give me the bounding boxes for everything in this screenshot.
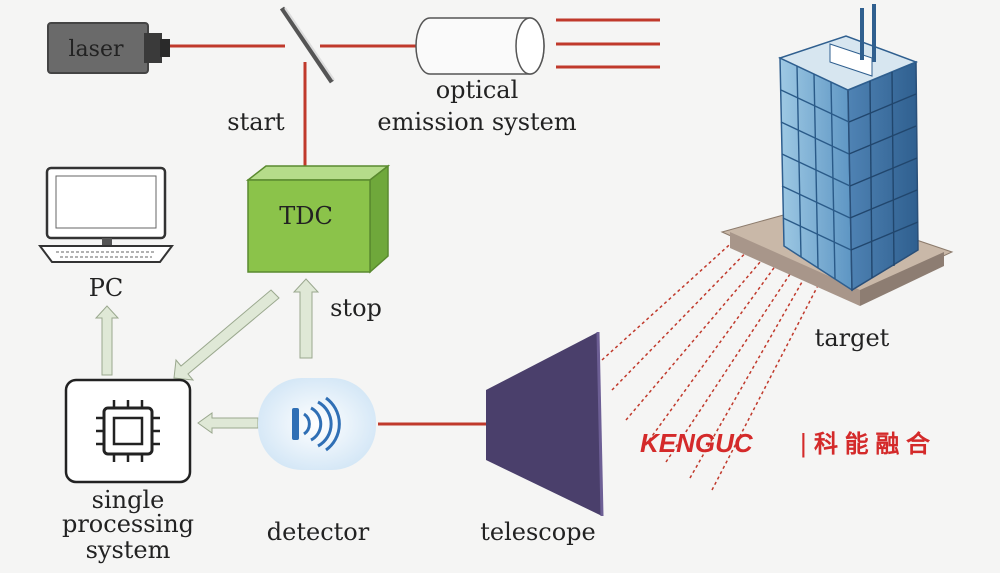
processing-label-line2: processing [62,510,194,538]
telescope [486,331,604,517]
building-front-grid [780,65,852,280]
processing-system [64,378,192,484]
laser-label: laser [69,37,124,62]
return-beams [601,227,827,491]
chip-pins [96,400,160,462]
detector-wave-3 [317,400,333,448]
pc-label: PC [89,274,124,302]
tdc-label: TDC [279,202,333,230]
telescope-aperture [596,331,604,517]
chip-core [112,416,144,446]
target-building [720,4,954,306]
detector-wave-4 [325,396,341,452]
processing-label-line1: single [92,486,165,514]
building-base-edge [730,232,860,306]
tdc-box: TDC [245,164,391,274]
detector-body [258,378,376,470]
arrow-detector-to-tdc [292,278,320,359]
laser-nozzle [144,33,162,63]
tdc-side [369,164,389,274]
pc-stand [102,238,112,246]
optics-cylinder-face [515,17,545,75]
stop-label: stop [330,294,382,322]
detector-wave-2 [310,406,323,442]
pc-computer [38,166,174,263]
optical-label-line1: optical [436,76,519,104]
watermark-logo: KENGUC | 科 能 融 合 [640,428,931,458]
arrow-processing-to-pc [94,305,120,376]
telescope-label: telescope [480,518,596,546]
watermark-separator: | [800,428,807,458]
processing-label-line3: system [86,536,171,564]
detector-sensor [292,408,299,440]
watermark-cn: 科 能 融 合 [814,430,931,458]
detector-label: detector [267,518,370,546]
arrow-detector-to-processing [197,412,259,434]
tdc-front [247,179,371,273]
telescope-body [486,332,602,516]
arrow-tdc-to-processing [173,289,280,381]
detector-wave-1 [303,412,311,436]
building-base-edge-right [860,252,944,306]
beam-splitter-highlight [284,7,335,81]
start-label: start [227,108,285,136]
laser-tip [160,39,170,57]
optical-label-line2: emission system [377,108,577,136]
tdc-top [245,165,391,181]
building-side [847,60,919,292]
beam-splitter [279,6,335,84]
optical-emission-system [415,17,545,75]
pc-keyboard [38,245,174,263]
detector [258,378,376,470]
building-side-grid [848,71,919,279]
pc-screen [55,175,157,229]
target-label: target [815,324,890,352]
watermark-brand: KENGUC [640,428,754,458]
building-roof-box [829,43,873,77]
laser-device: laser [47,22,170,74]
